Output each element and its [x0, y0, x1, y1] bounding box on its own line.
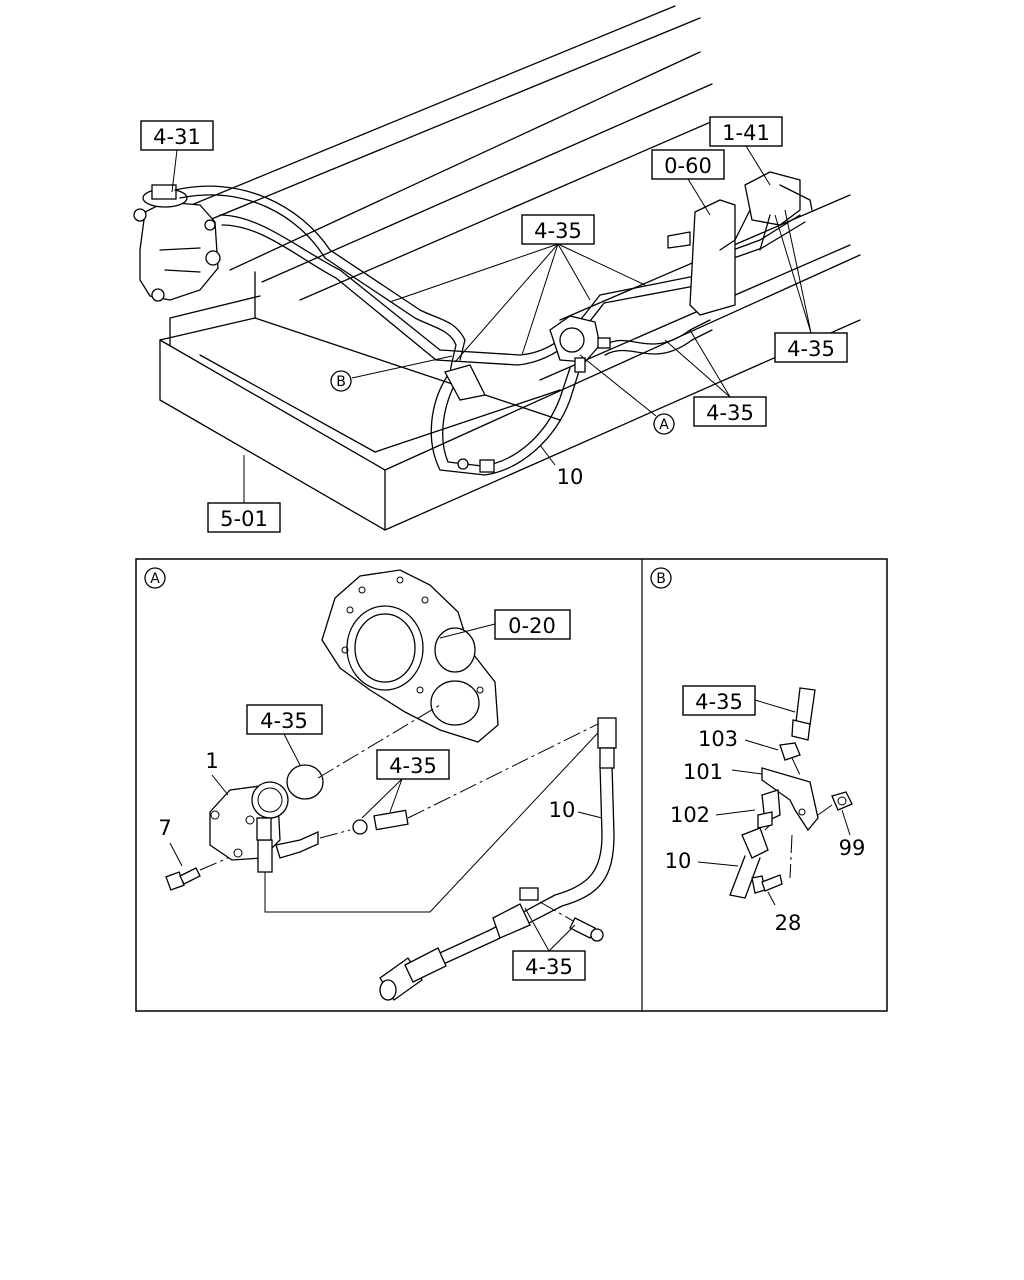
svg-text:1: 1	[205, 749, 218, 773]
part-label-101: 101	[683, 760, 771, 784]
bracket-101	[761, 767, 819, 832]
svg-text:4-35: 4-35	[787, 337, 835, 361]
ref-box-4-35-lower: 4-35	[693, 396, 767, 427]
bolt-28	[751, 874, 783, 894]
svg-text:4-35: 4-35	[534, 219, 582, 243]
chassis-frame	[149, 5, 861, 531]
ref-box-4-35-b: 4-35	[682, 685, 756, 716]
svg-text:10: 10	[665, 849, 692, 873]
part-label-28: 28	[767, 891, 802, 935]
ref-box-1-41: 1-41	[709, 116, 783, 147]
svg-text:4-31: 4-31	[153, 125, 201, 149]
part-label-1: 1	[205, 749, 229, 796]
part-label-99: 99	[839, 809, 866, 860]
svg-text:4-35: 4-35	[389, 754, 437, 778]
ref-box-4-35-fittings: 4-35	[376, 749, 450, 780]
svg-text:0-60: 0-60	[664, 154, 712, 178]
svg-text:28: 28	[775, 911, 802, 935]
svg-text:5-01: 5-01	[220, 507, 268, 531]
part-label-10-top: 10	[539, 444, 584, 489]
svg-text:4-35: 4-35	[695, 690, 743, 714]
cap-fitting	[791, 687, 816, 741]
svg-text:A: A	[150, 571, 160, 587]
ref-box-4-35-right: 4-35	[774, 332, 848, 363]
panel-a-marker: A	[144, 567, 166, 589]
ref-box-4-31: 4-31	[140, 120, 214, 151]
fitting-102	[757, 789, 781, 829]
svg-text:4-35: 4-35	[706, 401, 754, 425]
ref-box-4-35-clip: 4-35	[512, 950, 586, 981]
ref-box-4-35-oring: 4-35	[246, 704, 323, 735]
panel-b: B 4-35 103 101 102	[650, 567, 866, 935]
part-label-10-b: 10	[665, 849, 739, 873]
svg-text:10: 10	[549, 798, 576, 822]
svg-text:103: 103	[698, 727, 738, 751]
bolt-7	[165, 867, 201, 891]
clip-bolt	[539, 901, 604, 942]
part-label-7: 7	[158, 816, 183, 867]
part-label-10-a: 10	[549, 798, 603, 822]
ref-box-0-60: 0-60	[651, 149, 725, 180]
svg-text:101: 101	[683, 760, 723, 784]
panel-b-marker: B	[650, 567, 672, 589]
nut-99	[831, 791, 853, 811]
power-steering-pump	[209, 781, 319, 873]
panel-a: A 0-20 4-35	[144, 567, 617, 1001]
hoses-top	[430, 361, 581, 476]
hose-10	[379, 717, 617, 1001]
svg-text:0-20: 0-20	[508, 614, 556, 638]
ref-box-4-35-top: 4-35	[521, 214, 595, 245]
callout-a-top: A	[579, 354, 675, 435]
cover-plate	[321, 569, 499, 743]
svg-text:4-35: 4-35	[525, 955, 573, 979]
nut-103	[779, 742, 801, 761]
seal-washer	[352, 819, 368, 835]
steering-gear	[133, 184, 221, 302]
reservoir-bracket	[667, 171, 813, 316]
callout-b-top: B	[330, 355, 453, 392]
ref-box-5-01: 5-01	[207, 502, 281, 533]
svg-text:102: 102	[670, 803, 710, 827]
ref-box-0-20: 0-20	[494, 609, 571, 640]
svg-text:7: 7	[158, 816, 171, 840]
part-label-103: 103	[698, 727, 779, 751]
svg-text:4-35: 4-35	[260, 709, 308, 733]
svg-text:10: 10	[557, 465, 584, 489]
union-fitting	[373, 809, 409, 831]
svg-text:A: A	[659, 417, 669, 433]
pump-top	[549, 315, 611, 373]
part-label-102: 102	[670, 803, 756, 827]
svg-text:B: B	[656, 571, 666, 587]
svg-text:1-41: 1-41	[722, 121, 770, 145]
o-ring	[286, 764, 324, 800]
top-reference-boxes: 4-31 1-41 0-60 4-35 4-35 4-35	[140, 116, 848, 533]
svg-text:99: 99	[839, 836, 866, 860]
svg-text:B: B	[336, 374, 346, 390]
detail-frame	[135, 558, 888, 1012]
